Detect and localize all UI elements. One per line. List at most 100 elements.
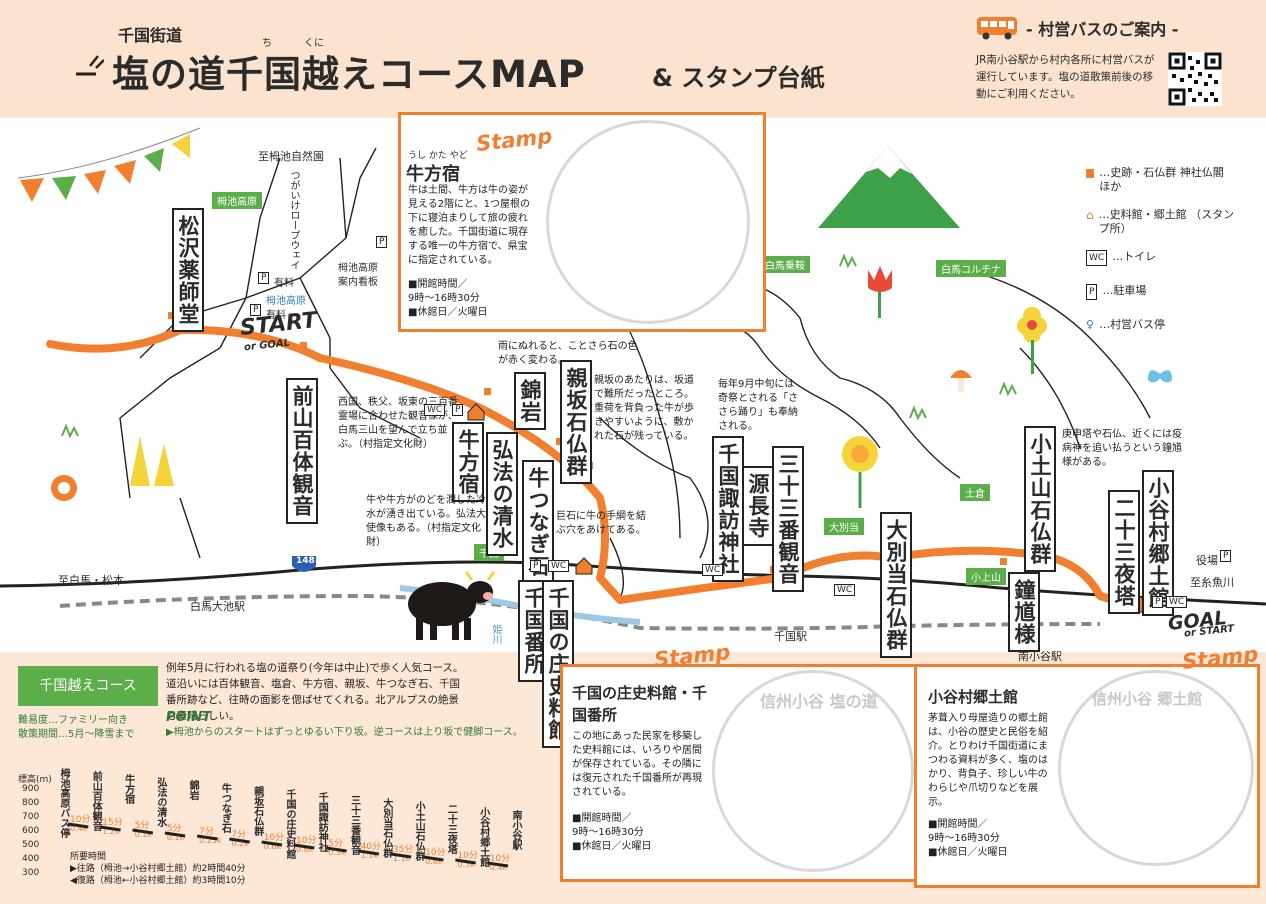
site-sanjusan-kannon[interactable]: 三十三番観音 [772, 446, 804, 592]
profile-stop: 小土山石仏群 [413, 801, 425, 861]
tag-koyama: 小上山 [966, 568, 1006, 585]
label-parking2: 有料 [266, 310, 286, 321]
label-sengoku-eki: 千国駅 [774, 630, 807, 643]
site-otari-kyodokan[interactable]: 小谷村郷土館 [1142, 470, 1174, 616]
profile-stop: 弘法の清水 [154, 777, 166, 827]
course-point-label: POINT [166, 710, 212, 725]
flag-3 [84, 170, 106, 194]
profile-distance: 1.1k [360, 851, 378, 860]
flag-6 [172, 134, 190, 158]
profile-time: 15分 [102, 818, 123, 828]
parking-icon-tsugaike-1[interactable]: P [258, 272, 270, 284]
qr-code[interactable] [1168, 52, 1222, 106]
wc-icon-kyodokan[interactable]: WC [1166, 596, 1188, 608]
wc-icon-suwa[interactable]: WC [702, 564, 724, 576]
site-ooazuto-sekibutsu[interactable]: 大別当石仏群 [880, 512, 912, 658]
profile-time: 40分 [360, 842, 382, 852]
site-suwa-jinja[interactable]: 千国諏訪神社 [712, 436, 744, 582]
profile-time: 10分 [457, 851, 478, 861]
profile-stop: 千国の庄史料館 [284, 789, 295, 859]
kyodokan-closed: ■休館日／火曜日 [928, 847, 1008, 858]
site-koyama-sekibutsu[interactable]: 小土山石仏群 [1024, 426, 1056, 572]
profile-distance: 0.25k [199, 836, 222, 845]
profile-distance: 0.1k [166, 833, 185, 842]
course-difficulty: 難易度…ファミリー向き [18, 715, 128, 726]
shio-no-michi-route [46, 325, 1144, 612]
flag-2 [52, 176, 76, 200]
profile-distance: 1.1k [392, 854, 411, 863]
profile-segment [293, 843, 315, 850]
site-oyasaka-desc: 親坂のあたりは、坂道で難所だったところ。重荷を背負った牛が歩きやすいように、敷か… [594, 375, 694, 442]
label-yakuba: 役場 [1196, 554, 1218, 567]
course-season: 散策期間…5月〜降雪まで [18, 729, 135, 740]
house-icon: ⌂ [1086, 208, 1094, 222]
profile-time: 10分 [296, 836, 317, 846]
mountain-snow [866, 146, 912, 178]
profile-time: 7分 [231, 830, 247, 840]
parking-icon-kyodokan[interactable]: P [1152, 596, 1164, 608]
ushikatayado-ruby: うし かた やど [408, 151, 468, 161]
route-148-sign [292, 556, 316, 572]
profile-segment [100, 825, 121, 832]
profile-distance: 0.6k [296, 845, 314, 854]
profile-inbound: ◀復路（栂池←小谷村郷土館）約3時間10分 [70, 876, 246, 886]
wc-icon-ooazuto[interactable]: WC [834, 584, 856, 596]
profile-segment [67, 822, 89, 829]
profile-time: 10分 [489, 854, 511, 864]
profile-segment [358, 849, 380, 856]
label-bus-tsugaike: 栂池高原 [266, 296, 306, 307]
parking-icon-ushikatayado[interactable]: P [452, 404, 464, 416]
wc-icon-shiryokan[interactable]: WC [548, 560, 570, 572]
site-ushikatayado[interactable]: 牛方宿 [452, 422, 484, 502]
label-to-itoigawa: 至糸魚川 [1190, 576, 1234, 589]
site-shoki-sama[interactable]: 鐘馗様 [1008, 572, 1040, 652]
legend-item-museum: ⌂ …史料館・郷土館 （スタンプ所） [1086, 208, 1235, 235]
site-kobo-shimizu[interactable]: 弘法の清水 [486, 432, 518, 556]
ushikatayado-hours2: 9時〜16時30分 [408, 293, 480, 304]
profile-tick: 900 [22, 784, 40, 794]
site-suwa-desc: 毎年9月中旬には奇祭とされる「ささら踊り」も奉納される。 [718, 379, 798, 432]
site-matsuzawa-yakushido[interactable]: 松沢薬師堂 [172, 208, 204, 332]
course-point: ▶栂池からのスタートはずっとゆるい下り坂。逆コースは上り坂で健脚コース。 [166, 727, 523, 738]
parking-icon-tsugaike-2[interactable]: P [250, 304, 262, 316]
ruby-chi: ち [262, 38, 272, 49]
map-canvas [0, 127, 1266, 640]
bus-icon [976, 16, 1018, 44]
profile-distance: 1.2k [102, 827, 120, 836]
page-title: 塩の道千国越えコースMAP [112, 53, 586, 96]
wc-icon-ushikatayado[interactable]: WC [424, 404, 446, 416]
orange-square-icon [1086, 169, 1095, 178]
profile-stop: 錦岩 [187, 780, 199, 800]
tag-ooazuto: 大別当 [824, 518, 864, 535]
site-nijusanya-to[interactable]: 二十三夜塔 [1108, 490, 1140, 614]
site-nishikiiwa[interactable]: 錦岩 [514, 372, 546, 430]
kyodokan-stamp [1058, 670, 1254, 866]
profile-segment [390, 852, 412, 859]
mushroom [950, 370, 972, 392]
legend-item-toilet: WC …トイレ [1086, 250, 1236, 266]
flag-1 [20, 178, 44, 202]
shiryokan-closed: ■休館日／火曜日 [572, 841, 652, 852]
site-gencho-ji[interactable]: 源長寺 [742, 466, 774, 546]
site-maeyama-hyakutai[interactable]: 前山百体観音 [286, 378, 318, 524]
tag-hakuba-cortina: 白馬コルチナ [936, 260, 1006, 277]
parking-icon-top[interactable]: P [376, 236, 388, 248]
tulip [868, 266, 892, 318]
parking-icon-yakuba[interactable]: P [1220, 550, 1232, 562]
profile-required-time: 所要時間 [70, 852, 107, 862]
parking-icon-shiryokan[interactable]: P [530, 560, 542, 572]
course-tag: 千国越えコース [18, 666, 158, 706]
profile-distance: 0.4k [70, 824, 88, 833]
kyodokan-hours: ■開館時間／ [928, 819, 988, 830]
profile-tick: 800 [22, 798, 40, 808]
flag-4 [114, 160, 136, 184]
profile-distance: 0.1k [134, 830, 152, 839]
site-oyasaka[interactable]: 親坂石仏群 [560, 360, 592, 484]
yellow-flower-2 [842, 436, 878, 508]
shiryokan-stamp [712, 670, 914, 872]
trees [130, 436, 174, 486]
profile-chart [67, 822, 509, 868]
profile-segment [132, 828, 154, 835]
shiryokan-title: 千国の庄史料館・千国番所 [572, 684, 708, 724]
profile-tick: 500 [22, 840, 40, 850]
